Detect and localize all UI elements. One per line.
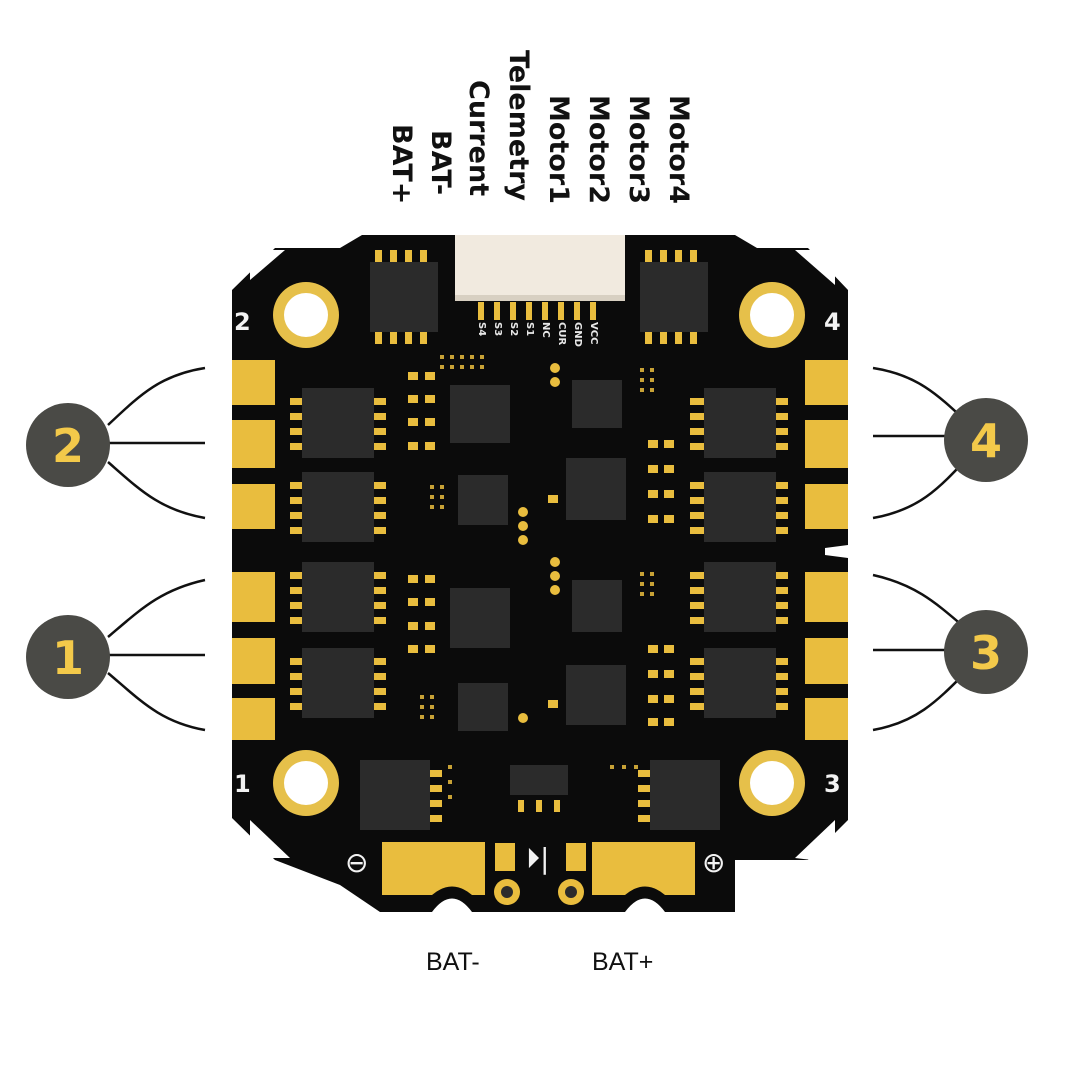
label-motor2: Motor2 [583, 95, 614, 204]
pin-label-vcc: VCC [588, 322, 599, 344]
label-bat-minus: BAT- [425, 130, 456, 195]
via-grids [420, 355, 654, 799]
label-motor1: Motor1 [543, 95, 574, 204]
mounting-holes [273, 282, 805, 816]
signal-connector [455, 235, 625, 300]
corner-number-bottom-left: 1 [234, 770, 251, 798]
motor-badge-left-top-label: 2 [52, 419, 84, 473]
passive-components [408, 363, 674, 812]
pin-label-s1: S1 [524, 322, 535, 336]
label-motor4: Motor4 [663, 95, 694, 204]
connector-pins [478, 302, 596, 320]
corner-number-top-left: 2 [234, 308, 251, 336]
pin-label-s4: S4 [476, 322, 487, 336]
motor-badge-right-bottom-label: 3 [970, 626, 1002, 680]
motor-badge-left-bottom [26, 615, 110, 699]
pin-label-gnd: GND [572, 322, 583, 347]
motor-badges: 2 1 4 3 [26, 398, 1028, 699]
pin-label-cur: CUR [556, 322, 567, 345]
positive-symbol: ⊕ [702, 846, 725, 879]
pin-label-s3: S3 [492, 322, 503, 336]
motor-badge-right-top [944, 398, 1028, 482]
motor-badge-right-bottom [944, 610, 1028, 694]
motor-badge-left-top [26, 403, 110, 487]
label-current: Current [463, 80, 494, 196]
board-notches [250, 250, 835, 860]
mosfets-left [290, 388, 386, 718]
bottom-label-bat-plus: BAT+ [592, 948, 653, 976]
label-bat-plus: BAT+ [386, 124, 417, 204]
pin-label-nc: NC [540, 322, 551, 338]
battery-positive-pad [592, 842, 695, 895]
center-chips [450, 380, 626, 795]
label-motor3: Motor3 [623, 95, 654, 204]
mosfets-right [690, 388, 788, 718]
diode-symbol: ⏵| [526, 842, 549, 875]
motor-badge-right-top-label: 4 [970, 414, 1002, 468]
motor-pads-right [805, 360, 848, 740]
pin-label-s2: S2 [508, 322, 519, 336]
connector-labels: BAT+ BAT- Current Telemetry Motor1 Motor… [386, 50, 694, 204]
top-regulator-chips [370, 250, 708, 344]
label-telemetry: Telemetry [503, 50, 534, 201]
negative-symbol: ⊖ [345, 846, 368, 879]
corner-number-bottom-right: 3 [824, 770, 841, 798]
battery-negative-pad [382, 842, 485, 895]
pin-labels: S4 S3 S2 S1 NC CUR GND VCC [476, 322, 599, 347]
bottom-power-chips [360, 760, 720, 830]
corner-number-top-right: 4 [824, 308, 841, 336]
bottom-label-bat-minus: BAT- [426, 948, 480, 976]
motor-badge-left-bottom-label: 1 [52, 631, 84, 685]
motor-pads-left [232, 360, 275, 740]
